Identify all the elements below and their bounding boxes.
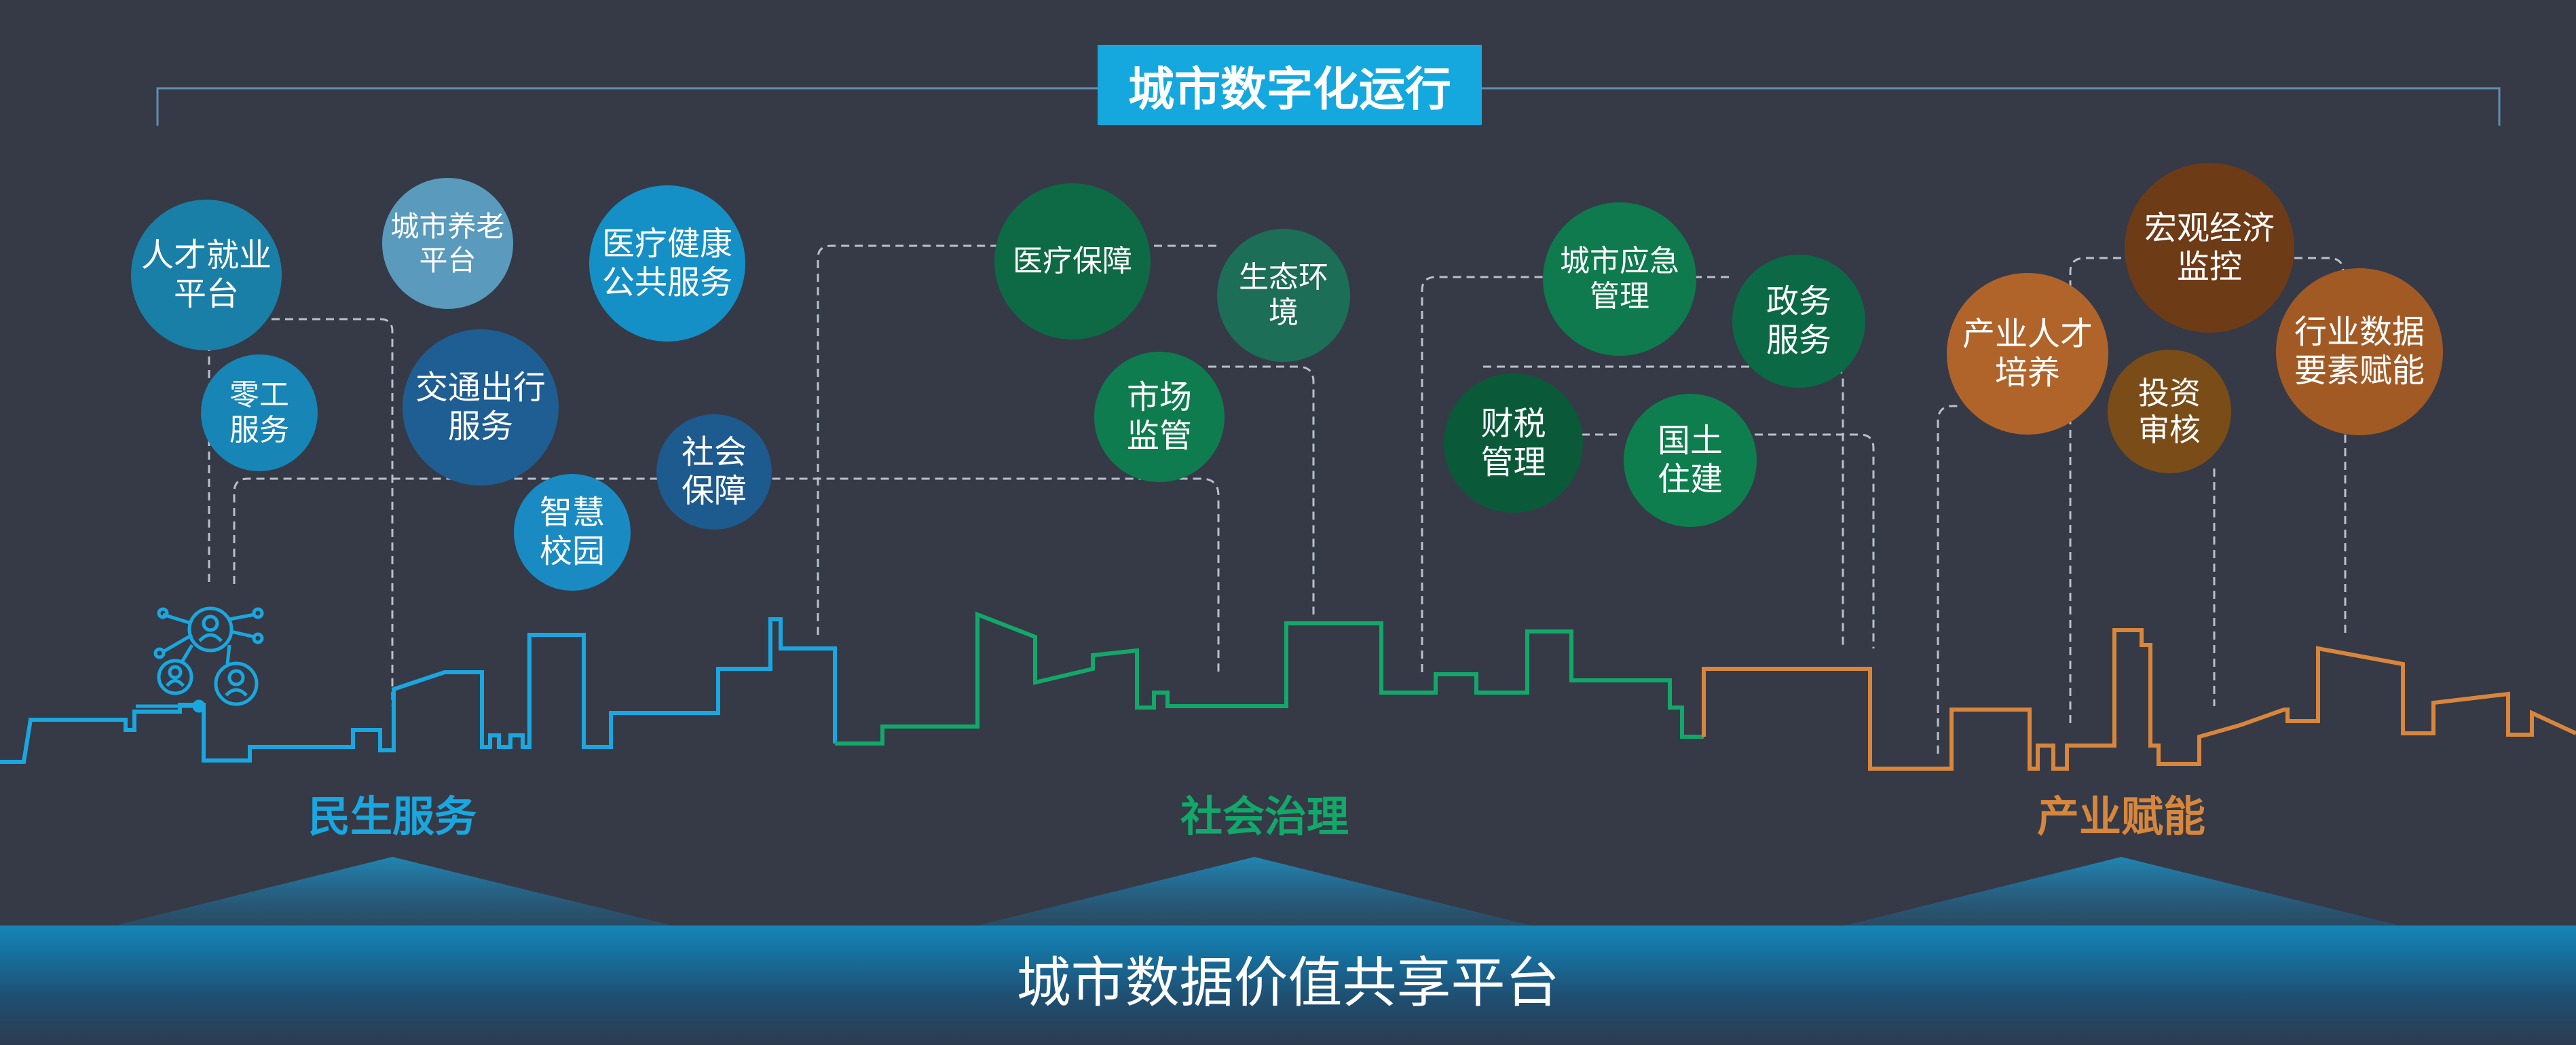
bubble-smart-campus[interactable]: 智慧校园 [514,474,631,591]
bubble-macro-economy[interactable]: 宏观经济监控 [2125,163,2294,333]
bubble-gov-services[interactable]: 政务服务 [1732,255,1865,388]
skyline-industry [1702,628,2576,771]
bubble-emergency-mgmt[interactable]: 城市应急管理 [1543,202,1696,356]
bubble-medical-health[interactable]: 医疗健康公共服务 [589,185,745,342]
industry-connectors [1937,257,2347,754]
people-network-icon [136,606,264,713]
platform-label: 城市数据价值共享平台 [1016,951,1560,1014]
triangle-livelihood [115,857,672,925]
category-livelihood: 民生服务 [307,792,477,841]
bubble-industry-talent[interactable]: 产业人才培养 [1947,273,2108,435]
skyline-livelihood [0,617,837,764]
bubble-ecology[interactable]: 生态环境 [1217,229,1350,362]
bubble-gig-work[interactable]: 零工服务 [201,354,318,471]
page-title: 城市数字化运行 [1098,45,1482,125]
triangle-industry [1845,857,2400,925]
bubble-elderly-care[interactable]: 城市养老平台 [382,178,513,309]
category-industry: 产业赋能 [2036,792,2205,841]
skyline-governance [835,611,1704,746]
triangle-governance [977,857,1531,925]
bubble-market-supervision[interactable]: 市场监管 [1094,352,1225,482]
bubble-medical-insurance[interactable]: 医疗保障 [994,183,1151,340]
platform-bar [0,925,2576,1045]
bubble-investment-review[interactable]: 投资审核 [2108,350,2231,473]
bubble-industry-data[interactable]: 行业数据要素赋能 [2276,268,2443,435]
top-bracket [156,87,2501,126]
bubble-tax-mgmt[interactable]: 财税管理 [1444,373,1583,513]
bubble-land-housing[interactable]: 国土住建 [1624,394,1757,527]
bubble-transport[interactable]: 交通出行服务 [403,329,559,485]
category-governance: 社会治理 [1180,792,1349,841]
bubble-social-security[interactable]: 社会保障 [656,414,772,530]
bubble-talent-employment[interactable]: 人才就业平台 [131,200,282,350]
